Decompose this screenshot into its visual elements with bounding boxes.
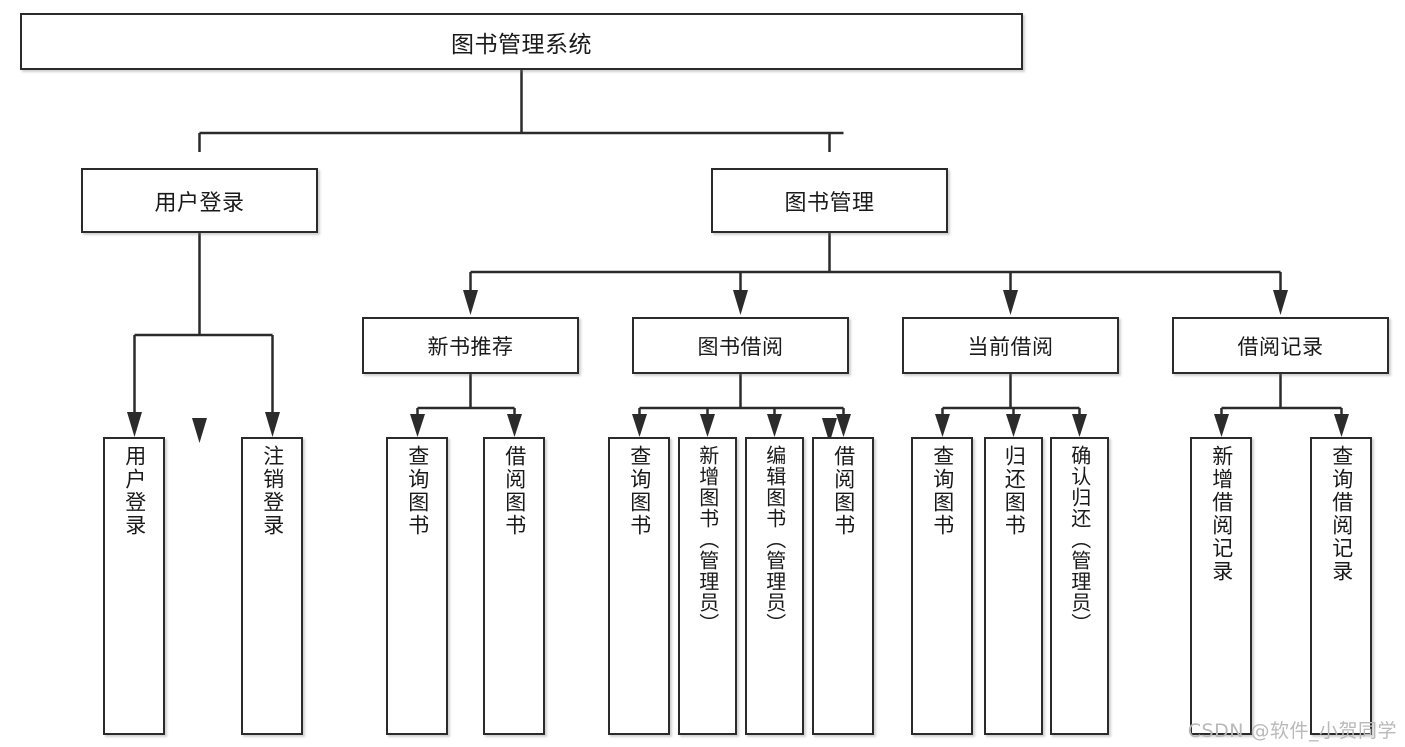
leaf-query-book-2[interactable]: 查询图书 [608, 437, 670, 735]
leaf-user-logout-label: 注销登录 [260, 445, 285, 537]
node-user-login[interactable]: 用户登录 [81, 168, 318, 233]
node-current-borrow[interactable]: 当前借阅 [902, 317, 1119, 374]
node-root[interactable]: 图书管理系统 [20, 13, 1023, 70]
node-book-manage-label: 图书管理 [784, 190, 875, 216]
node-book-borrow-label: 图书借阅 [697, 334, 784, 359]
node-root-label: 图书管理系统 [451, 31, 592, 58]
leaf-add-book-label: 新增图书（管理员） [695, 445, 720, 634]
node-new-book-recommend-label: 新书推荐 [427, 334, 514, 359]
leaf-return-book-label: 归还图书 [1002, 445, 1027, 537]
leaf-return-book[interactable]: 归还图书 [984, 437, 1043, 735]
leaf-query-record-label: 查询借阅记录 [1329, 445, 1354, 583]
leaf-user-login-label: 用户登录 [122, 445, 147, 537]
leaf-borrow-book-2[interactable]: 借阅图书 [812, 437, 874, 735]
node-user-login-label: 用户登录 [154, 190, 245, 216]
leaf-query-book-1[interactable]: 查询图书 [386, 437, 448, 735]
node-book-borrow[interactable]: 图书借阅 [632, 317, 849, 374]
leaf-confirm-return-label: 确认归还（管理员） [1067, 445, 1092, 634]
node-borrow-record[interactable]: 借阅记录 [1172, 317, 1389, 374]
leaf-add-record-label: 新增借阅记录 [1209, 445, 1234, 583]
leaf-edit-book-label: 编辑图书（管理员） [762, 445, 787, 634]
leaf-add-record[interactable]: 新增借阅记录 [1190, 437, 1252, 735]
leaf-query-book-3-label: 查询图书 [930, 445, 955, 537]
node-current-borrow-label: 当前借阅 [967, 334, 1054, 359]
leaf-query-book-3[interactable]: 查询图书 [911, 437, 973, 735]
leaf-confirm-return[interactable]: 确认归还（管理员） [1050, 437, 1109, 735]
leaf-query-book-2-label: 查询图书 [627, 445, 652, 537]
leaf-user-logout[interactable]: 注销登录 [241, 437, 303, 735]
leaf-query-book-1-label: 查询图书 [405, 445, 430, 537]
node-borrow-record-label: 借阅记录 [1237, 334, 1324, 359]
leaf-edit-book[interactable]: 编辑图书（管理员） [745, 437, 804, 735]
leaf-borrow-book-2-label: 借阅图书 [831, 445, 856, 537]
watermark-text: CSDN @软件_小贺同学 [1187, 720, 1397, 742]
leaf-borrow-book-1-label: 借阅图书 [502, 445, 527, 537]
leaf-user-login[interactable]: 用户登录 [103, 437, 165, 735]
node-new-book-recommend[interactable]: 新书推荐 [362, 317, 579, 374]
leaf-add-book[interactable]: 新增图书（管理员） [678, 437, 737, 735]
leaf-query-record[interactable]: 查询借阅记录 [1310, 437, 1372, 735]
leaf-borrow-book-1[interactable]: 借阅图书 [483, 437, 545, 735]
node-book-manage[interactable]: 图书管理 [711, 168, 948, 233]
